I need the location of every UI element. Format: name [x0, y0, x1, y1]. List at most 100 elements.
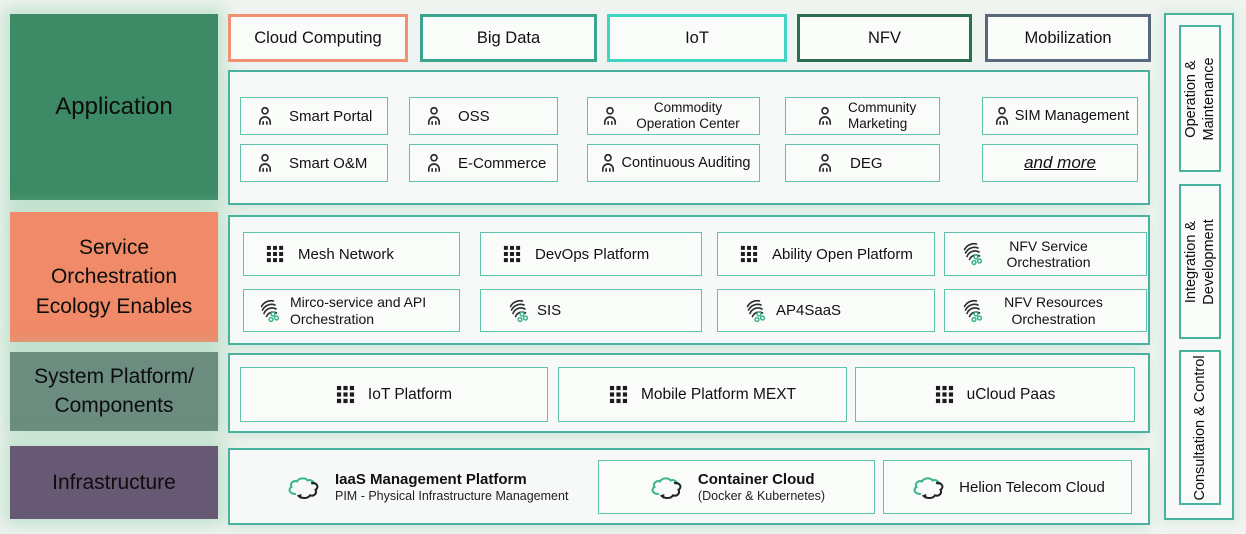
orchestration-swirl-icon — [957, 241, 983, 267]
application-container: Smart Portal OSS Commodity Operation Cen… — [228, 70, 1150, 205]
infra-item-iaas-management: IaaS Management Platform PIM - Physical … — [285, 450, 568, 523]
infra-item-helion-telecom-cloud: Helion Telecom Cloud — [883, 460, 1132, 514]
right-rail: Operation & Maintenance Integration & De… — [1164, 13, 1234, 520]
category-label: Big Data — [476, 28, 541, 47]
rail-item-consultation-control: Consultation & Control — [1179, 350, 1221, 505]
infrastructure-container: IaaS Management Platform PIM - Physical … — [228, 448, 1150, 525]
app-item-deg: DEG — [785, 144, 940, 182]
layer-label: Application — [55, 93, 173, 120]
sys-item-label: uCloud Paas — [966, 385, 1056, 403]
app-item-label: E-Commerce — [458, 154, 547, 172]
svc-item-label: SIS — [537, 302, 562, 319]
infra-item-container-cloud: Container Cloud (Docker & Kubernetes) — [598, 460, 875, 514]
category-box-iot: IoT — [607, 14, 787, 62]
app-item-and-more: and more — [982, 144, 1138, 182]
app-grid-icon — [336, 385, 355, 404]
rail-item-operation-maintenance: Operation & Maintenance — [1179, 25, 1221, 172]
svc-item-microservice-api-orchestration: Mirco-service and API Orchestration — [243, 289, 460, 332]
app-grid-icon — [740, 245, 758, 263]
person-icon — [814, 152, 836, 174]
category-label: Cloud Computing — [254, 28, 382, 47]
app-item-oss: OSS — [409, 97, 558, 135]
infra-item-sublabel: (Docker & Kubernetes) — [697, 489, 826, 503]
sys-item-label: IoT Platform — [367, 385, 453, 403]
app-item-label: and more — [1024, 153, 1096, 172]
orchestration-swirl-icon — [957, 298, 983, 324]
infra-item-text: IaaS Management Platform PIM - Physical … — [335, 471, 568, 503]
app-item-continuous-auditing: Continuous Auditing — [587, 144, 760, 182]
layer-label: Infrastructure — [52, 470, 176, 494]
layer-block-infrastructure: Infrastructure — [10, 446, 218, 519]
infra-item-label: IaaS Management Platform — [335, 470, 527, 488]
service-orchestration-container: Mesh Network DevOps Platform Ability Ope… — [228, 215, 1150, 345]
orchestration-swirl-icon — [254, 298, 280, 324]
app-item-ecommerce: E-Commerce — [409, 144, 558, 182]
person-icon — [254, 105, 276, 127]
app-item-label: Smart O&M — [289, 154, 368, 172]
app-item-label: SIM Management — [1014, 108, 1130, 124]
app-item-label: Smart Portal — [289, 107, 373, 125]
sys-item-ucloud-paas: uCloud Paas — [855, 367, 1135, 422]
svc-item-ap4saas: AP4SaaS — [717, 289, 935, 332]
category-label: Mobilization — [1024, 28, 1112, 47]
category-box-nfv: NFV — [797, 14, 972, 62]
cloud-sync-icon — [910, 474, 947, 500]
svc-item-label: AP4SaaS — [776, 302, 842, 319]
rail-item-integration-development: Integration & Development — [1179, 184, 1221, 339]
sys-item-iot-platform: IoT Platform — [240, 367, 548, 422]
layer-label: System Platform/ Components — [34, 365, 194, 417]
category-box-cloud-computing: Cloud Computing — [228, 14, 408, 62]
svc-item-sis: SIS — [480, 289, 702, 332]
svc-item-label: NFV Resources Orchestration — [1004, 294, 1103, 327]
layer-label: Service Orchestration Ecology Enables — [35, 235, 193, 318]
category-box-mobilization: Mobilization — [985, 14, 1151, 62]
svc-item-label: Ability Open Platform — [772, 245, 913, 263]
app-item-label: DEG — [850, 154, 883, 172]
person-icon — [814, 105, 836, 127]
sys-item-mobile-platform-mext: Mobile Platform MEXT — [558, 367, 847, 422]
app-grid-icon — [503, 245, 521, 263]
category-box-big-data: Big Data — [420, 14, 597, 62]
sys-item-label: Mobile Platform MEXT — [640, 385, 797, 403]
rail-item-label: Consultation & Control — [1191, 354, 1208, 501]
app-item-smart-om: Smart O&M — [240, 144, 388, 182]
app-item-label: OSS — [458, 107, 490, 125]
category-label: IoT — [685, 28, 709, 47]
app-grid-icon — [935, 385, 954, 404]
layer-block-service-orchestration: Service Orchestration Ecology Enables — [10, 212, 218, 342]
rail-item-label: Operation & Maintenance — [1182, 56, 1217, 141]
infra-item-label: Container Cloud — [697, 471, 815, 488]
person-icon — [254, 152, 276, 174]
layer-block-system-platform: System Platform/ Components — [10, 352, 218, 431]
infra-item-sublabel: PIM - Physical Infrastructure Management — [335, 488, 569, 503]
orchestration-swirl-icon — [503, 298, 529, 324]
app-item-label: Commodity Operation Center — [636, 100, 740, 131]
person-icon — [423, 105, 445, 127]
person-icon — [599, 105, 621, 127]
category-label: NFV — [868, 28, 901, 47]
cloud-sync-icon — [285, 474, 322, 500]
orchestration-swirl-icon — [740, 298, 766, 324]
svc-item-label: NFV Service Orchestration — [1006, 237, 1091, 270]
cloud-sync-icon — [648, 474, 685, 500]
svc-item-devops-platform: DevOps Platform — [480, 232, 702, 276]
app-grid-icon — [266, 245, 284, 263]
svc-item-nfv-service-orchestration: NFV Service Orchestration — [944, 232, 1147, 276]
layer-block-application: Application — [10, 14, 218, 200]
svc-item-mesh-network: Mesh Network — [243, 232, 460, 276]
app-item-commodity-operation-center: Commodity Operation Center — [587, 97, 760, 135]
app-item-smart-portal: Smart Portal — [240, 97, 388, 135]
infra-item-label: Helion Telecom Cloud — [959, 478, 1105, 496]
person-icon — [991, 105, 1013, 127]
app-grid-icon — [609, 385, 628, 404]
svc-item-label: Mesh Network — [298, 245, 394, 263]
app-item-label: Community Marketing — [848, 100, 917, 131]
infra-item-text: Container Cloud (Docker & Kubernetes) — [698, 471, 825, 503]
person-icon — [423, 152, 445, 174]
svc-item-label: Mirco-service and API Orchestration — [290, 294, 427, 327]
person-icon — [597, 152, 619, 174]
svc-item-ability-open-platform: Ability Open Platform — [717, 232, 935, 276]
svc-item-nfv-resources-orchestration: NFV Resources Orchestration — [944, 289, 1147, 332]
app-item-sim-management: SIM Management — [982, 97, 1138, 135]
